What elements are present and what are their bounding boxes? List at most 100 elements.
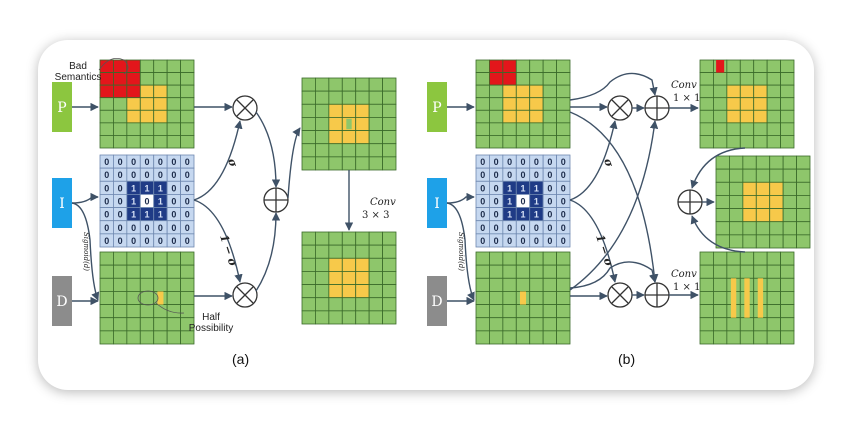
grid-cell: [113, 330, 128, 345]
bottom-output-grid-b: [699, 251, 795, 345]
grid-cell: [556, 291, 571, 305]
multiply-op-bottom-a: [232, 282, 258, 308]
grid-cell: [529, 84, 544, 99]
grid-cell: [502, 84, 517, 99]
grid-cell: [502, 317, 517, 332]
grid-cell: [766, 304, 781, 319]
grid-cell: [315, 231, 330, 246]
grid-cell: [755, 234, 771, 249]
grid-cell: [153, 97, 168, 111]
grid-cell: [766, 291, 781, 305]
grid-cell: [180, 72, 195, 86]
grid-cell: [556, 277, 571, 292]
grid-cell: [166, 84, 181, 99]
grid-cell: [796, 208, 811, 223]
matrix-value: 0: [171, 197, 176, 207]
matrix-value: 0: [547, 183, 552, 193]
grid-cell: [782, 195, 797, 209]
matrix-value: 0: [118, 223, 123, 233]
grid-cell: [699, 59, 714, 73]
grid-cell: [753, 122, 768, 136]
grid-cell: [782, 234, 797, 249]
grid-cell: [502, 72, 517, 86]
grid-cell: [699, 135, 714, 149]
grid-cell: [780, 84, 795, 99]
grid-cell: [515, 304, 531, 319]
grid-cell: [355, 130, 370, 145]
grid-cell: [766, 84, 781, 99]
matrix-value: 0: [185, 223, 190, 233]
grid-cell: [355, 244, 370, 259]
grid-cell: [139, 304, 155, 319]
grid-cell: [542, 59, 557, 73]
conv-top-size-b: 1 × 1: [673, 93, 700, 104]
grid-cell: [755, 181, 771, 196]
grid-cell: [699, 251, 714, 266]
grid-cell: [301, 310, 316, 325]
grid-cell: [180, 59, 195, 73]
grid-cell: [529, 264, 544, 279]
grid-cell: [341, 156, 357, 171]
grid-cell: [153, 317, 168, 332]
matrix-value: 0: [507, 223, 512, 233]
grid-cell: [489, 330, 504, 345]
add-op-final-b: [677, 189, 703, 215]
grid-cell: [368, 130, 383, 145]
grid-cell: [715, 221, 730, 236]
half-possibility-bar: [519, 291, 527, 305]
grid-cell: [315, 143, 330, 158]
grid-cell: [180, 264, 195, 279]
grid-cell: [529, 72, 544, 86]
grid-cell: [713, 109, 728, 124]
grid-cell: [780, 109, 795, 124]
matrix-value: 0: [104, 210, 109, 220]
matrix-value: 0: [547, 170, 552, 180]
grid-cell: [315, 103, 330, 118]
grid-cell: [769, 181, 784, 196]
grid-cell: [739, 135, 755, 149]
matrix-value: 0: [561, 210, 566, 220]
matrix-value: 1: [158, 197, 163, 207]
grid-cell: [502, 251, 517, 266]
grid-cell: [713, 277, 728, 292]
grid-cell: [729, 221, 744, 236]
grid-cell: [515, 330, 531, 345]
grid-cell: [715, 195, 730, 209]
grid-cell: [153, 264, 168, 279]
matrix-value: 0: [158, 236, 163, 246]
grid-cell: [713, 264, 728, 279]
grid-cell: [742, 208, 757, 223]
grid-cell: [739, 330, 755, 345]
grid-cell: [475, 251, 490, 266]
grid-cell: [766, 330, 781, 345]
grid-cell: [713, 97, 728, 111]
grid-cell: [382, 310, 397, 325]
grid-cell: [502, 109, 517, 124]
grid-cell: [755, 208, 771, 223]
matrix-value: 1: [507, 197, 512, 207]
matrix-value: 0: [185, 183, 190, 193]
grid-cell: [166, 330, 181, 345]
grid-cell: [355, 77, 370, 92]
grid-cell: [139, 122, 155, 136]
grid-cell: [699, 97, 714, 111]
grid-cell: [556, 122, 571, 136]
matrix-value: 0: [547, 197, 552, 207]
grid-cell: [368, 143, 383, 158]
grid-cell: [782, 168, 797, 183]
grid-cell: [328, 77, 343, 92]
grid-cell: [355, 143, 370, 158]
grid-cell: [113, 97, 128, 111]
matrix-value: 0: [158, 223, 163, 233]
grid-cell: [726, 251, 741, 266]
grid-cell: [113, 84, 128, 99]
grid-cell: [153, 277, 168, 292]
grid-cell: [475, 330, 490, 345]
grid-cell: [139, 59, 155, 73]
grid-cell: [475, 291, 490, 305]
matrix-value: 0: [480, 210, 485, 220]
grid-cell: [489, 59, 504, 73]
grid-cell: [315, 310, 330, 325]
